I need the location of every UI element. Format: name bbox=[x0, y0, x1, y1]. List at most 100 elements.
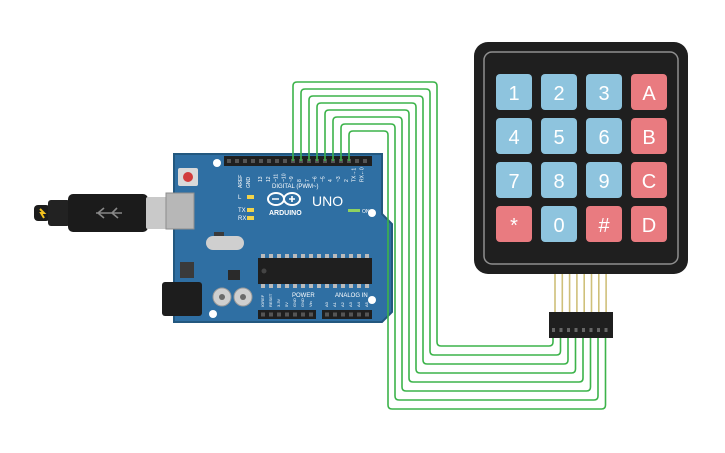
power-jack bbox=[162, 282, 202, 316]
chip-pin bbox=[301, 254, 305, 258]
tx-led-label: TX bbox=[238, 208, 246, 214]
jumper-wire[interactable] bbox=[316, 102, 577, 374]
header-pin-hole[interactable] bbox=[355, 159, 359, 163]
chip-pin bbox=[341, 254, 345, 258]
keypad-key[interactable] bbox=[541, 118, 577, 154]
keypad-key-label: 1 bbox=[508, 83, 519, 105]
keypad-key[interactable] bbox=[586, 162, 622, 198]
keypad-key-label: 9 bbox=[598, 171, 609, 193]
chip-pin bbox=[365, 254, 369, 258]
connector-hole[interactable] bbox=[582, 328, 585, 332]
power-label: POWER bbox=[292, 293, 315, 299]
jumper-wire[interactable] bbox=[348, 130, 607, 410]
keypad-key[interactable] bbox=[586, 74, 622, 110]
header-pin-hole[interactable] bbox=[235, 159, 239, 163]
keypad-key[interactable] bbox=[586, 118, 622, 154]
connector-hole[interactable] bbox=[604, 328, 608, 332]
analog-header[interactable] bbox=[322, 310, 372, 319]
digital-pin-label: TX→1 bbox=[352, 168, 358, 182]
connector-hole[interactable] bbox=[567, 328, 570, 332]
digital-label: DIGITAL (PWM~) bbox=[272, 184, 319, 190]
keypad-key-label: 7 bbox=[508, 171, 519, 193]
header-pin-hole[interactable] bbox=[251, 159, 255, 163]
keypad-key[interactable] bbox=[541, 162, 577, 198]
header-pin-hole[interactable] bbox=[261, 312, 265, 317]
jumper-wire[interactable] bbox=[340, 123, 599, 401]
keypad-bezel bbox=[483, 51, 679, 265]
header-pin-hole[interactable] bbox=[275, 159, 279, 163]
keypad-key-label: B bbox=[642, 127, 655, 149]
chip-pin bbox=[285, 254, 289, 258]
power-pin-label: Vin bbox=[308, 301, 313, 307]
header-pin-hole[interactable] bbox=[349, 312, 353, 317]
connector-hole[interactable] bbox=[574, 328, 578, 332]
keypad-key-label: C bbox=[642, 171, 656, 193]
mount-hole bbox=[209, 310, 217, 318]
chip-small bbox=[228, 270, 240, 280]
keypad-key[interactable] bbox=[496, 118, 532, 154]
header-pin-hole[interactable] bbox=[309, 312, 313, 317]
header-pin-hole[interactable] bbox=[259, 159, 263, 163]
digital-pin-label: 13 bbox=[258, 176, 264, 182]
digital-header[interactable] bbox=[224, 156, 372, 166]
keypad-key[interactable] bbox=[631, 74, 667, 110]
header-pin-hole[interactable] bbox=[363, 159, 367, 163]
chip-pin bbox=[357, 284, 361, 288]
analog-pin-label: A3 bbox=[348, 301, 353, 307]
power-pin-label: RESET bbox=[268, 293, 273, 307]
keypad-connector[interactable] bbox=[549, 312, 613, 338]
keypad-key[interactable] bbox=[496, 206, 532, 242]
header-pin-hole[interactable] bbox=[269, 312, 273, 317]
header-pin-hole[interactable] bbox=[341, 312, 345, 317]
jumper-wire[interactable] bbox=[308, 95, 569, 365]
arduino-logo-icon bbox=[267, 192, 301, 206]
chip-pin bbox=[285, 284, 289, 288]
chip-pin bbox=[269, 254, 273, 258]
keypad-key[interactable] bbox=[541, 74, 577, 110]
header-pin-hole[interactable] bbox=[365, 312, 369, 317]
keypad-key-label: 0 bbox=[553, 215, 564, 237]
digital-pin-label: ~11 bbox=[274, 174, 280, 182]
reset-button-cap[interactable] bbox=[183, 172, 193, 182]
header-pin-hole[interactable] bbox=[293, 312, 297, 317]
connector-hole[interactable] bbox=[597, 328, 600, 332]
header-pin-hole[interactable] bbox=[325, 312, 329, 317]
header-pin-hole[interactable] bbox=[357, 312, 361, 317]
chip-pin bbox=[269, 284, 273, 288]
jumper-wire[interactable] bbox=[324, 109, 584, 383]
jumper-wire[interactable] bbox=[332, 116, 592, 392]
jumper-wire[interactable] bbox=[292, 81, 554, 347]
keypad-key[interactable] bbox=[496, 162, 532, 198]
keypad-key-label: 3 bbox=[598, 83, 609, 105]
keypad-key[interactable] bbox=[586, 206, 622, 242]
keypad-key[interactable] bbox=[496, 74, 532, 110]
keypad-key[interactable] bbox=[631, 118, 667, 154]
keypad-key[interactable] bbox=[541, 206, 577, 242]
power-pin-label: 3.3V bbox=[276, 298, 281, 307]
keypad-key[interactable] bbox=[631, 162, 667, 198]
header-pin-hole[interactable] bbox=[333, 312, 337, 317]
keypad-key-label: 8 bbox=[553, 171, 564, 193]
connector-hole[interactable] bbox=[559, 328, 563, 332]
header-pin-hole[interactable] bbox=[285, 312, 289, 317]
header-pin-hole[interactable] bbox=[301, 312, 305, 317]
keypad-key-label: # bbox=[598, 215, 610, 237]
connector-hole[interactable] bbox=[552, 328, 555, 332]
jumper-wire[interactable] bbox=[300, 88, 562, 356]
header-pin-hole[interactable] bbox=[283, 159, 287, 163]
usb-cable[interactable] bbox=[34, 194, 176, 232]
header-pin-hole[interactable] bbox=[227, 159, 231, 163]
header-pin-hole[interactable] bbox=[243, 159, 247, 163]
chip-pin bbox=[301, 284, 305, 288]
keypad-key[interactable] bbox=[631, 206, 667, 242]
digital-pin-label: ~5 bbox=[320, 176, 326, 182]
jumper-wires[interactable] bbox=[292, 81, 607, 410]
header-pin-hole[interactable] bbox=[267, 159, 271, 163]
header-pin-hole[interactable] bbox=[277, 312, 281, 317]
connector-hole[interactable] bbox=[589, 328, 593, 332]
power-pin-label: GND bbox=[292, 298, 297, 307]
